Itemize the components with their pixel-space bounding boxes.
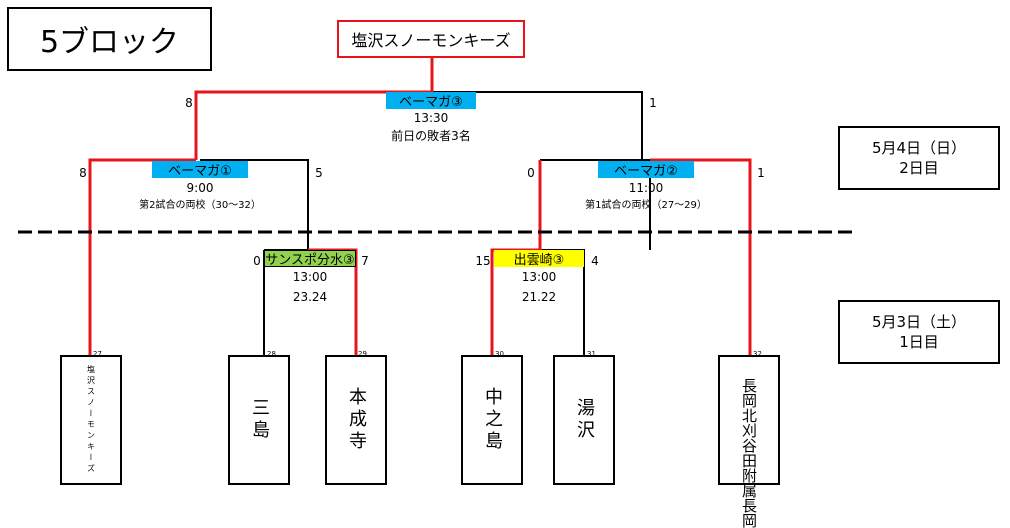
final-time: 13:30: [413, 111, 449, 125]
date-day2: 5月4日（日） 2日目: [838, 126, 1000, 190]
semi-left-time: 9:00: [186, 181, 214, 195]
r1-left-score-right: 7: [361, 254, 369, 268]
r1-right-time: 13:00: [521, 270, 557, 284]
team-no-31: 31: [587, 350, 596, 358]
semi-right-time: 11:00: [628, 181, 664, 195]
date-day1: 5月3日（土） 1日目: [838, 300, 1000, 364]
semi-right-note: 第1試合の両校（27～29）: [585, 200, 707, 211]
r1-left-games: 23.24: [292, 290, 328, 304]
semi-left-venue: ベーマガ①: [152, 161, 248, 179]
team-name-29: 本成寺: [346, 387, 367, 453]
team-no-29: 29: [358, 350, 367, 358]
team-box-29: 本成寺: [325, 355, 387, 485]
final-note: 前日の敗者3名: [391, 129, 471, 143]
final-score-left: 8: [185, 96, 193, 110]
team-box-32: 長岡北刈谷田附属長岡: [718, 355, 780, 528]
r1-left-score-left: 0: [253, 254, 261, 268]
r1-right-venue: 出雲崎③: [494, 250, 584, 268]
date-day2-line2: 2日目: [899, 159, 939, 177]
r1-left-venue: サンスポ分水③: [264, 250, 356, 268]
team-name-31: 湯沢: [574, 398, 595, 442]
r1-right-score-left: 15: [475, 254, 491, 268]
semi-left-score-right: 5: [315, 166, 323, 180]
date-day1-line2: 1日目: [899, 333, 939, 351]
team-name-30: 中之島: [482, 387, 503, 453]
r1-left-time: 13:00: [292, 270, 328, 284]
final-venue: ベーマガ③: [386, 92, 476, 110]
team-box-30: 中之島: [461, 355, 523, 485]
final-score-right: 1: [649, 96, 657, 110]
date-day1-line1: 5月3日（土）: [871, 313, 967, 331]
semi-right-venue: ベーマガ②: [598, 161, 694, 179]
team-name-27: 塩沢スノーモンキーズ: [86, 365, 96, 475]
r1-right-score-right: 4: [591, 254, 599, 268]
team-name-28: 三島: [249, 398, 270, 442]
team-no-30: 30: [495, 350, 504, 358]
block-title: 5ブロック: [7, 7, 212, 71]
team-box-27: 塩沢スノーモンキーズ: [60, 355, 122, 485]
semi-left-score-left: 8: [79, 166, 87, 180]
r1-right-games: 21.22: [521, 290, 557, 304]
team-no-28: 28: [267, 350, 276, 358]
team-no-32: 32: [753, 350, 762, 358]
team-no-27: 27: [93, 350, 102, 358]
semi-right-score-left: 0: [527, 166, 535, 180]
team-box-31: 湯沢: [553, 355, 615, 485]
team-box-28: 三島: [228, 355, 290, 485]
semi-left-note: 第2試合の両校（30～32）: [139, 200, 261, 211]
champion-box: 塩沢スノーモンキーズ: [337, 20, 525, 58]
date-day2-line1: 5月4日（日）: [871, 139, 967, 157]
semi-right-score-right: 1: [757, 166, 765, 180]
team-name-32: 長岡北刈谷田附属長岡: [740, 378, 758, 528]
